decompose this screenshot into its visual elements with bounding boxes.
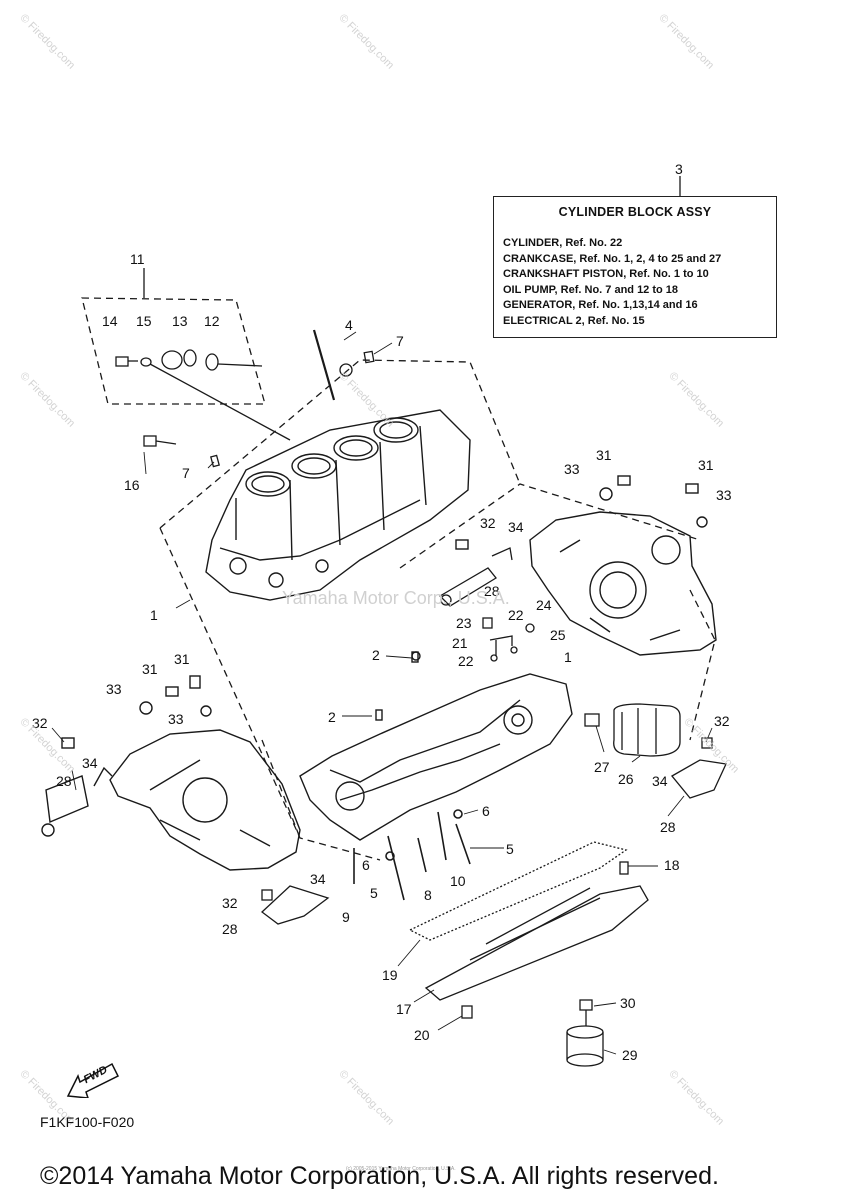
forward-arrow-icon — [66, 1062, 120, 1098]
right-crankcase-cover — [455, 475, 717, 656]
leader-lines — [51, 331, 713, 1055]
callout-31: 31 — [698, 457, 714, 473]
stud-bolt — [312, 329, 336, 401]
crankcase-bolts — [353, 809, 471, 901]
callout-31: 31 — [174, 651, 190, 667]
lower-crankcase — [299, 651, 573, 841]
diagram-code: F1KF100-F020 — [40, 1114, 135, 1130]
copyright-notice: ©2014 Yamaha Motor Corporation, U.S.A. A… — [40, 1162, 719, 1190]
callout-16: 16 — [124, 477, 140, 493]
assembly-line: GENERATOR, Ref. No. 1,13,14 and 16 — [503, 299, 698, 312]
callout-33: 33 — [168, 711, 184, 727]
callout-25: 25 — [550, 627, 566, 643]
callout-34: 34 — [310, 871, 326, 887]
callout-22: 22 — [458, 653, 474, 669]
callout-3: 3 — [675, 161, 683, 177]
cylinder-block — [205, 409, 471, 601]
assembly-line: CYLINDER, Ref. No. 22 — [503, 237, 623, 249]
callout-28: 28 — [660, 819, 676, 835]
callout-28: 28 — [222, 921, 238, 937]
callout-29: 29 — [622, 1047, 638, 1063]
callout-23: 23 — [456, 615, 472, 631]
bracket — [438, 547, 513, 607]
washer — [339, 363, 353, 377]
center-watermark: Yamaha Motor Corp., U.S.A. — [282, 588, 510, 608]
callout-28: 28 — [484, 583, 500, 599]
callout-1: 1 — [564, 649, 572, 665]
callout-13: 13 — [172, 313, 188, 329]
callout-10: 10 — [450, 873, 466, 889]
callout-33: 33 — [564, 461, 580, 477]
group-11-outline — [81, 297, 266, 405]
callout-14: 14 — [102, 313, 118, 329]
callout-32: 32 — [480, 515, 496, 531]
assembly-line: CRANKCASE, Ref. No. 1, 2, 4 to 25 and 27 — [503, 252, 722, 265]
assembly-lines: CYLINDER, Ref. No. 22 CRANKCASE, Ref. No… — [503, 236, 721, 330]
callout-12: 12 — [204, 313, 220, 329]
cylinder-dashed-outline — [159, 359, 521, 529]
callout-5: 5 — [370, 885, 378, 901]
callout-27: 27 — [594, 759, 610, 775]
callout-34: 34 — [82, 755, 98, 771]
callout-32: 32 — [32, 715, 48, 731]
callout-18: 18 — [664, 857, 680, 873]
callout-22: 22 — [508, 607, 524, 623]
callout-31: 31 — [142, 661, 158, 677]
oil-pan — [408, 841, 649, 1019]
callout-7: 7 — [182, 465, 190, 481]
callout-24: 24 — [536, 597, 552, 613]
callout-17: 17 — [396, 1001, 412, 1017]
assembly-line: OIL PUMP, Ref. No. 7 and 12 to 18 — [503, 283, 679, 296]
callout-33: 33 — [106, 681, 122, 697]
callout-8: 8 — [424, 887, 432, 903]
callout-2: 2 — [328, 709, 336, 725]
callout-31: 31 — [596, 447, 612, 463]
dowel-pin — [363, 350, 375, 364]
assembly-title: CYLINDER BLOCK ASSY — [558, 205, 712, 219]
callout-20: 20 — [414, 1027, 430, 1043]
callout-11: 11 — [130, 251, 145, 267]
callout-2: 2 — [372, 647, 380, 663]
callout-28: 28 — [56, 773, 72, 789]
oil-filter — [584, 703, 681, 757]
callout-5: 5 — [506, 841, 514, 857]
callout-33: 33 — [716, 487, 732, 503]
callout-19: 19 — [382, 967, 398, 983]
callout-1: 1 — [150, 607, 158, 623]
callout-7: 7 — [396, 333, 404, 349]
callout-30: 30 — [620, 995, 636, 1011]
left-crankcase-cover — [41, 675, 301, 871]
callout-6: 6 — [482, 803, 490, 819]
bottom-left-bracket — [260, 885, 330, 925]
callout-15: 15 — [136, 313, 152, 329]
oil-fittings — [482, 617, 535, 662]
callout-32: 32 — [222, 895, 238, 911]
callout-26: 26 — [618, 771, 634, 787]
callout-34: 34 — [508, 519, 524, 535]
callout-4: 4 — [345, 317, 353, 333]
assembly-line: CRANKSHAFT PISTON, Ref. No. 1 to 10 — [503, 268, 709, 281]
callout-9: 9 — [342, 909, 350, 925]
small-print: (c) 2005-2015 Yamaha Motor Corporation, … — [346, 1166, 456, 1172]
callout-6: 6 — [362, 857, 370, 873]
oil-pump-parts — [115, 349, 291, 468]
assembly-line: ELECTRICAL 2, Ref. No. 15 — [503, 314, 645, 327]
drain-plug — [566, 999, 604, 1067]
right-bracket — [671, 737, 727, 799]
callout-34: 34 — [652, 773, 668, 789]
assembly-reference-box: CYLINDER BLOCK ASSY CYLINDER, Ref. No. 2… — [493, 196, 777, 338]
callout-32: 32 — [714, 713, 730, 729]
callout-21: 21 — [452, 635, 468, 651]
